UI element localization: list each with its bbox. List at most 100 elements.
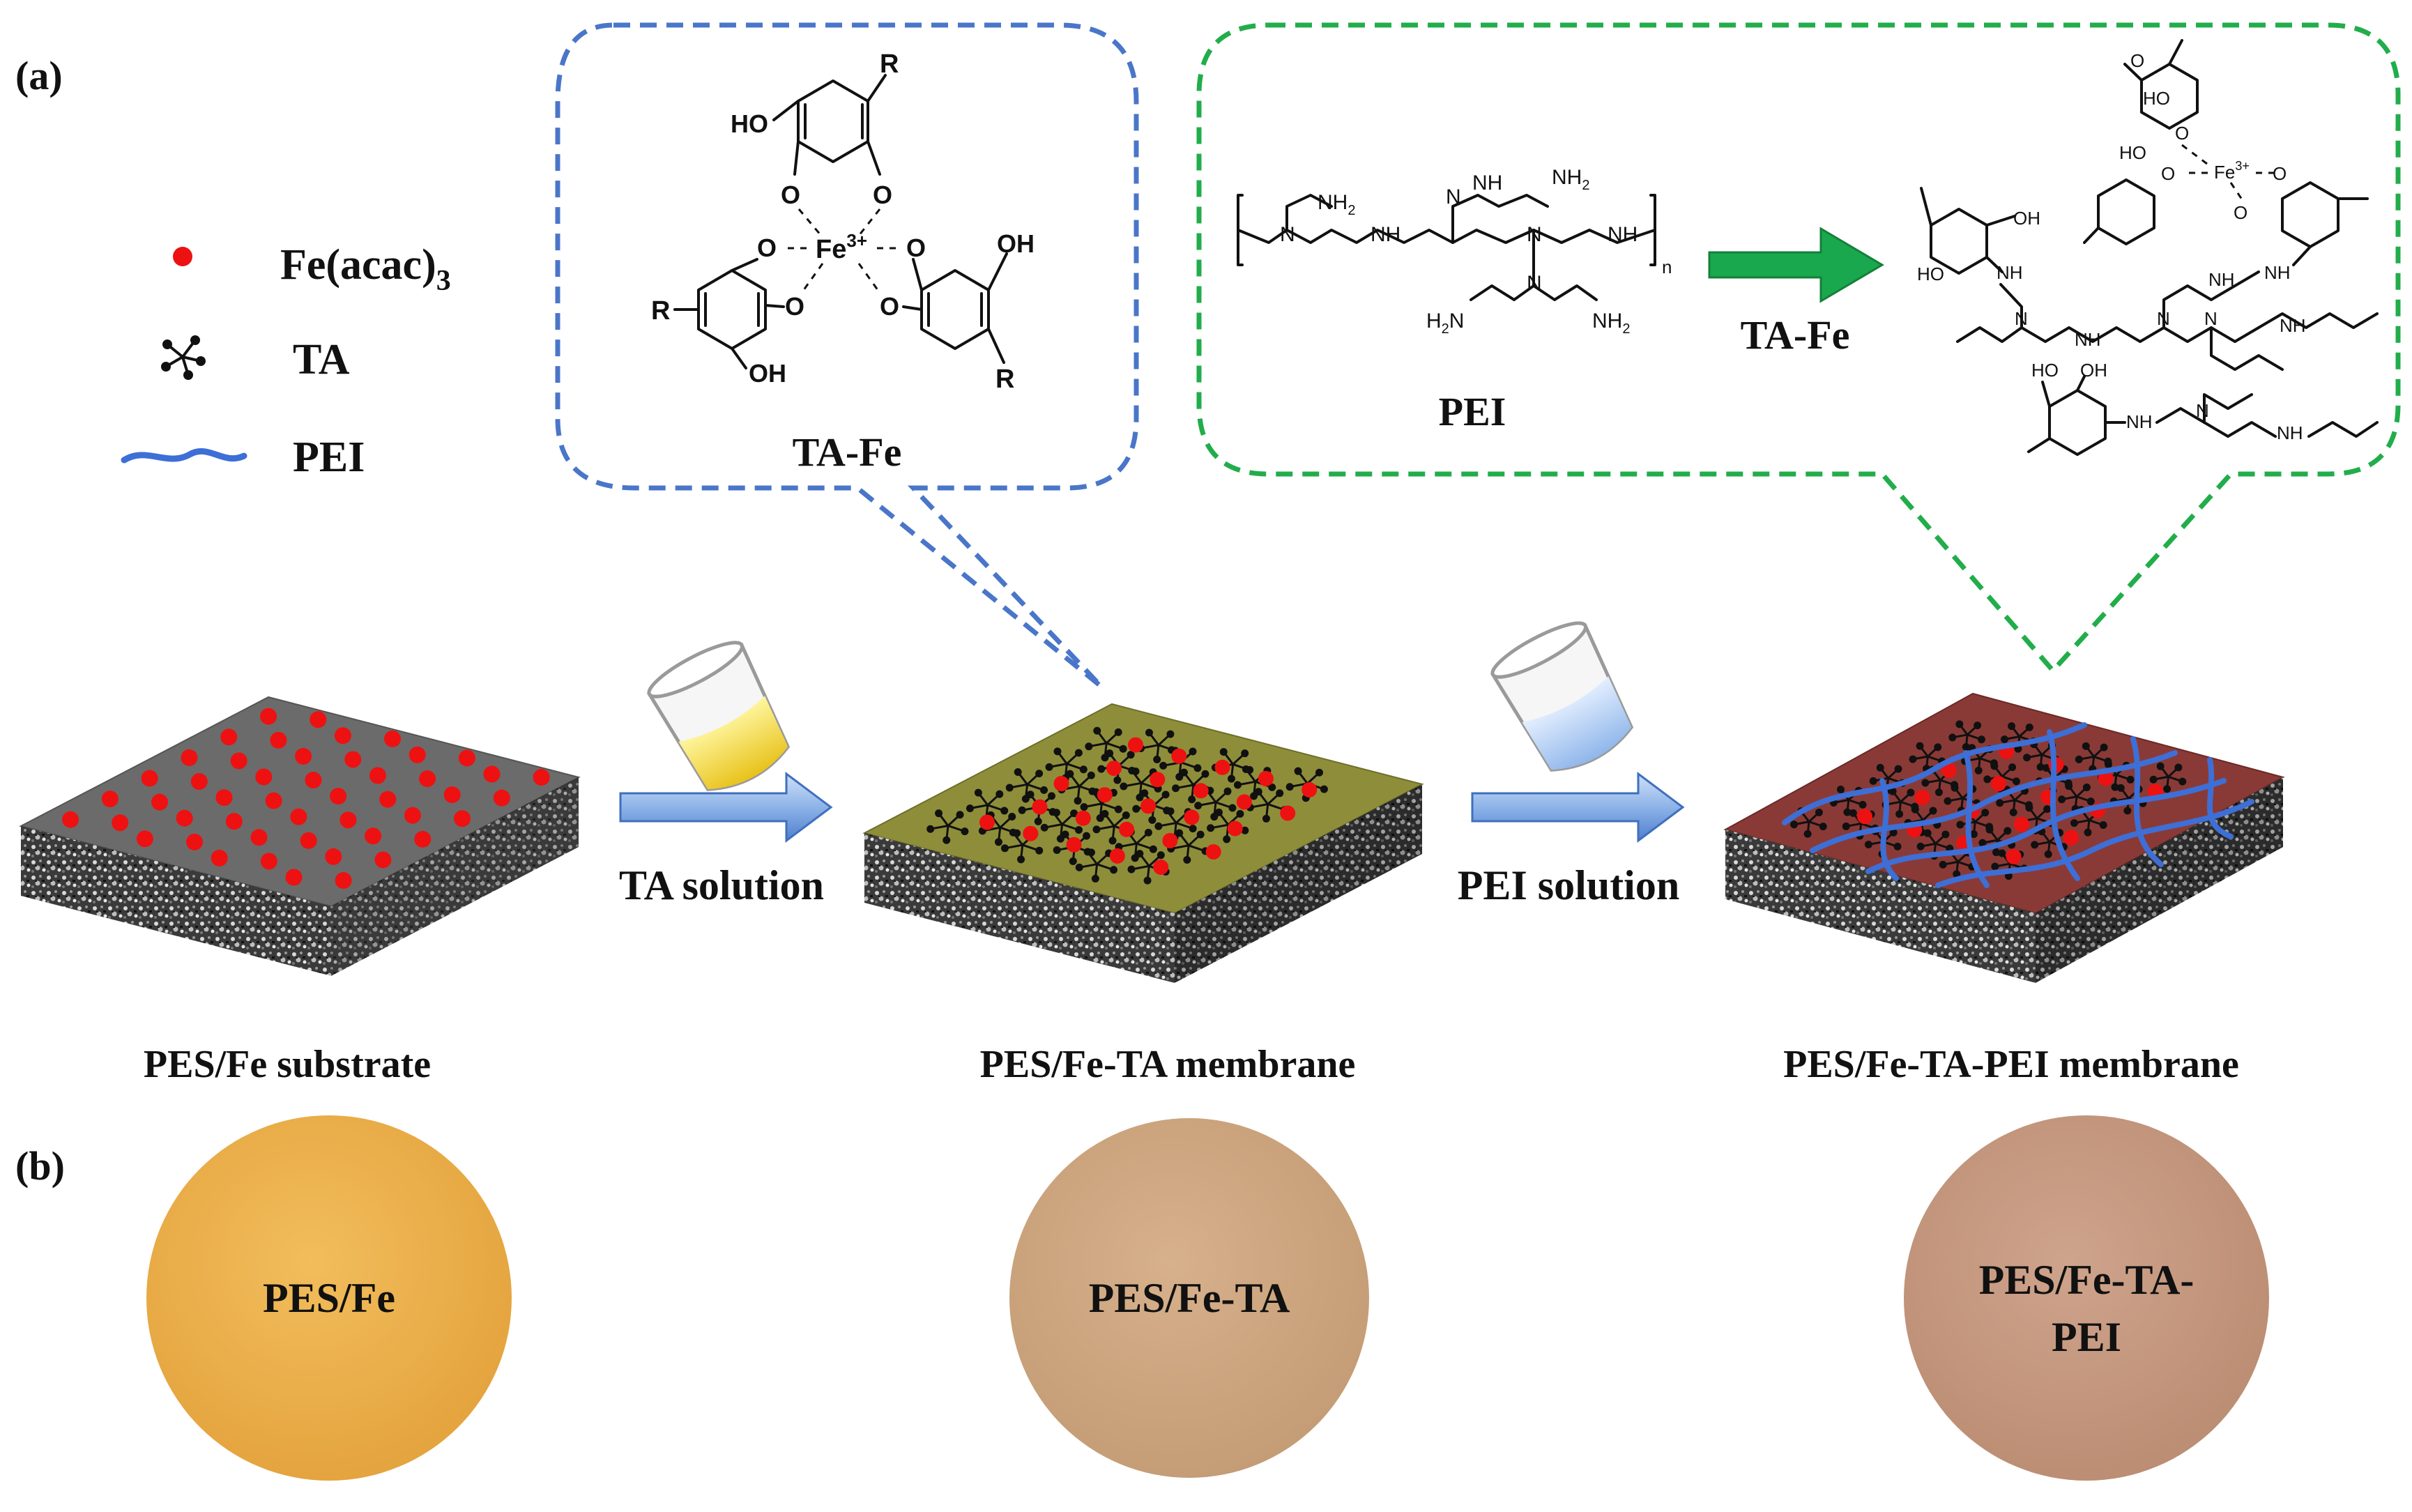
ho-label: HO <box>2119 142 2146 163</box>
photo-label: PES/Fe-TA <box>1089 1275 1290 1321</box>
fe-dot <box>1280 805 1296 821</box>
ta-molecule <box>1881 787 1919 818</box>
fe-dot <box>1140 798 1157 814</box>
fe-dot <box>1941 762 1957 778</box>
nh-label: NH <box>2264 262 2291 283</box>
ta-molecule <box>1005 768 1048 803</box>
o-label: O <box>2161 163 2175 184</box>
fe-dot <box>290 808 307 825</box>
caption-pes-fe-substrate: PES/Fe substrate <box>144 1043 431 1086</box>
n-label: N <box>1280 223 1295 246</box>
ta-fe-callout-border <box>555 22 1139 689</box>
o-label: O <box>2175 123 2189 144</box>
ta-fe-structure: R HO O O Fe3+ O O R OH O O OH R <box>651 49 1035 394</box>
fe-dot <box>365 827 382 845</box>
fe-dot <box>220 728 238 746</box>
reaction-arrow-label: TA-Fe <box>1741 312 1850 358</box>
pei-callout-label: PEI <box>1439 389 1506 434</box>
fe-dot <box>186 833 204 850</box>
red-dot-icon <box>173 247 192 266</box>
n-label: N <box>2196 400 2209 421</box>
n-label: N <box>2015 308 2028 329</box>
blue-wave-icon <box>121 448 247 464</box>
fe-dot <box>151 793 169 811</box>
ta-fe-pei-network-structure: HO O O Fe3+ O O O HO NH OH HO NH N NH N <box>1917 39 2379 456</box>
oh-label: OH <box>2080 360 2107 381</box>
fe-dot <box>1193 783 1209 799</box>
nh-label: NH <box>1608 223 1638 246</box>
o-label: O <box>906 234 926 262</box>
ta-molecule <box>1085 726 1127 762</box>
photo-disc <box>1009 1118 1369 1478</box>
nh-label: NH <box>2277 422 2303 443</box>
n-subscript-label: n <box>1662 257 1672 277</box>
fe-dot <box>1914 790 1930 806</box>
fe-dot <box>409 746 426 763</box>
legend-ta-label: TA <box>293 336 350 383</box>
fe-dot <box>334 727 351 744</box>
fe-dot <box>379 791 397 808</box>
reaction-arrow <box>1708 227 1884 303</box>
pei-monomer-structure: NH2 N NH N NH NH2 N NH n N H2N NH2 <box>1237 166 1672 337</box>
fe-dot <box>250 829 268 846</box>
o-label: O <box>785 292 804 321</box>
ho-label: HO <box>1917 264 1944 284</box>
fe-dot <box>1990 776 2006 792</box>
fe-dot <box>260 853 277 870</box>
ta-fe-callout-title: TA-Fe <box>793 429 902 475</box>
photo-label: PES/Fe <box>263 1275 395 1321</box>
arrow-pei-solution <box>1471 772 1685 843</box>
fe-dot <box>136 830 153 848</box>
r-group-label: R <box>880 49 899 79</box>
fe-dot <box>2063 830 2079 846</box>
n-label: N <box>2157 308 2170 329</box>
r-group-label: R <box>651 296 670 326</box>
ta-molecule <box>978 811 1021 846</box>
fe-dot <box>295 747 312 765</box>
pei-chains <box>1782 722 2254 888</box>
legend: Fe(acac)3 TA PEI <box>121 241 451 481</box>
o-label: O <box>880 292 899 321</box>
fe-dot <box>300 832 317 849</box>
panel-label-a: (a) <box>15 53 63 98</box>
fe-dot <box>285 869 303 886</box>
fe-dot <box>1119 821 1135 837</box>
membrane-pes-fe <box>19 696 581 976</box>
fe-dot <box>1236 794 1252 810</box>
fe-label: Fe3+ <box>2214 159 2250 183</box>
fe-dot <box>483 765 501 783</box>
arrow-pei-solution-label: PEI solution <box>1458 862 1679 908</box>
ta-molecule <box>1075 848 1118 883</box>
panel-label-b: (b) <box>15 1143 65 1189</box>
fe-dot <box>533 769 550 786</box>
star-molecule-icon <box>161 335 206 380</box>
legend-fe-label: Fe(acac)3 <box>280 241 451 297</box>
fe-dot <box>369 767 386 784</box>
fe-dot <box>1227 820 1243 837</box>
ta-molecule <box>926 809 969 844</box>
fe-dot <box>1184 809 1200 825</box>
ho-label: HO <box>731 109 768 138</box>
caption-pes-fe-ta-membrane: PES/Fe-TA membrane <box>980 1043 1356 1086</box>
n-label: N <box>1527 223 1542 246</box>
oh-label: OH <box>749 359 786 388</box>
fe-dot <box>260 708 277 725</box>
ho-label: HO <box>2031 360 2059 381</box>
fe-dot <box>374 851 392 869</box>
n-label: N <box>1527 272 1542 295</box>
arrow-ta-solution <box>619 772 833 843</box>
nh-label: NH <box>2280 315 2306 336</box>
fe-dot <box>1205 844 1221 860</box>
fe-dot <box>2006 848 2022 864</box>
fe-dot <box>1302 782 1318 797</box>
fe-dots-ta-layer <box>979 737 1318 875</box>
photo-pes-fe-ta-pei: PES/Fe-TA- PEI <box>1904 1115 2269 1481</box>
beaker-pei-icon <box>1490 621 1634 772</box>
oh-label: OH <box>997 229 1035 258</box>
fe-dot <box>1075 810 1091 826</box>
fe-dot <box>265 792 282 809</box>
o-label: O <box>2234 202 2247 223</box>
legend-pei-label: PEI <box>293 434 365 481</box>
nh2-label: NH2 <box>1552 166 1589 193</box>
fe-dot <box>443 786 461 804</box>
